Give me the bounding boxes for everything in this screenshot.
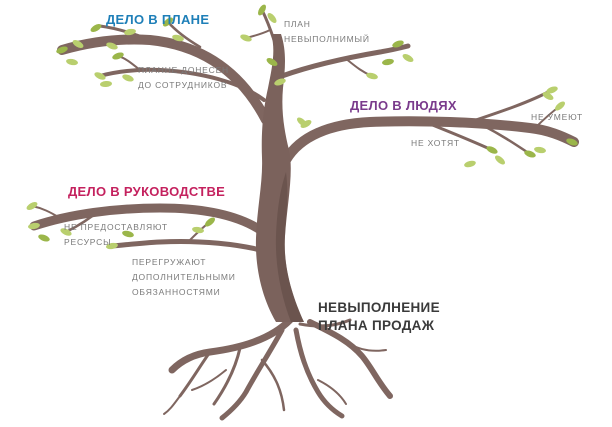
leaf-23 <box>534 146 546 154</box>
cause-plan-unfeasible: ПЛАН НЕВЫПОЛНИМЫЙ <box>284 17 370 47</box>
cause-plan-not-communicated-line-2: ДО СОТРУДНИКОВ <box>138 80 228 90</box>
leaf-5 <box>124 28 136 36</box>
leaf-15 <box>392 40 404 48</box>
root-1 <box>178 350 212 398</box>
leaf-33 <box>205 217 215 227</box>
leaf-28 <box>542 92 554 100</box>
leaf-3 <box>90 24 102 32</box>
leaf-22 <box>555 101 565 111</box>
root-2 <box>212 346 242 406</box>
cause-people-cannot: НЕ УМЕЮТ <box>531 112 584 122</box>
leaf-18 <box>382 58 394 66</box>
branch-1 <box>98 24 152 42</box>
leaf-32 <box>60 228 72 236</box>
branch-4 <box>117 55 141 71</box>
leaf-20 <box>546 86 558 94</box>
leaf-37 <box>297 117 307 127</box>
leaf-14 <box>267 13 277 23</box>
tree-trunk <box>255 34 304 322</box>
cause-management-overload-line-1: ПЕРЕГРУЖАЮТ <box>132 257 207 267</box>
leaf-36 <box>122 230 134 238</box>
root-7 <box>349 343 387 352</box>
leaf-8 <box>94 72 106 80</box>
cause-management-no-resources: НЕ ПРЕДОСТАВЛЯЮТ РЕСУРСЫ <box>64 220 168 250</box>
leaf-24 <box>486 146 498 154</box>
leaf-21 <box>566 138 578 146</box>
cause-plan-not-communicated: ПЛАННЕ ДОНЕСЕН ДО СОТРУДНИКОВ <box>138 63 229 93</box>
branch-3 <box>98 67 266 102</box>
cause-plan-unfeasible-line-2: НЕВЫПОЛНИМЫЙ <box>284 34 370 44</box>
cause-management-no-resources-line-2: РЕСУРСЫ <box>64 237 112 247</box>
leaf-25 <box>464 160 476 168</box>
cause-management-overload-line-2: ДОПОЛНИТЕЛЬНЫМИ <box>132 272 236 282</box>
root-problem: НЕВЫПОЛНЕНИЕ ПЛАНА ПРОДАЖ <box>318 299 440 335</box>
leaf-30 <box>38 234 50 242</box>
cause-management-no-resources-line-1: НЕ ПРЕДОСТАВЛЯЮТ <box>64 222 168 232</box>
leaf-39 <box>266 58 278 66</box>
leaf-0 <box>56 46 68 54</box>
root-3 <box>219 327 285 421</box>
root-9 <box>298 318 352 328</box>
tree-trunk-shadow <box>275 172 304 322</box>
tree-leaves <box>26 4 578 250</box>
leaf-7 <box>172 34 184 42</box>
root-problem-line-1: НЕВЫПОЛНЕНИЕ <box>318 300 440 315</box>
root-problem-line-2: ПЛАНА ПРОДАЖ <box>318 318 435 333</box>
root-6 <box>307 319 393 399</box>
branch-17 <box>109 238 271 255</box>
leaf-34 <box>192 226 204 234</box>
leaf-12 <box>258 4 266 16</box>
branch-9 <box>281 116 579 165</box>
root-10 <box>191 369 227 391</box>
category-people-title: ДЕЛО В ЛЮДЯХ <box>350 98 457 113</box>
leaf-35 <box>106 242 118 250</box>
root-11 <box>163 395 181 415</box>
root-8 <box>317 379 347 405</box>
cause-people-do-not-want: НЕ ХОТЯТ <box>411 138 460 148</box>
cause-plan-not-communicated-line-1: ПЛАННЕ ДОНЕСЕН <box>138 65 229 75</box>
leaf-4 <box>106 42 118 50</box>
branch-14 <box>29 203 271 239</box>
leaf-2 <box>66 58 78 66</box>
leaf-26 <box>495 155 505 165</box>
leaf-38 <box>274 78 286 86</box>
tree-roots <box>163 316 393 421</box>
leaf-9 <box>112 52 124 60</box>
branch-11 <box>428 122 494 152</box>
category-management-title: ДЕЛО В РУКОВОДСТВЕ <box>68 184 226 199</box>
leaf-17 <box>366 72 378 80</box>
leaf-10 <box>100 80 112 88</box>
cause-plan-unfeasible-line-1: ПЛАН <box>284 19 311 29</box>
leaf-6 <box>163 17 173 27</box>
branch-0 <box>57 34 271 125</box>
category-plan-title: ДЕЛО В ПЛАНЕ <box>106 12 210 27</box>
branch-16 <box>31 205 61 219</box>
leaf-11 <box>122 74 134 82</box>
leaf-1 <box>72 40 84 48</box>
leaf-27 <box>524 150 536 158</box>
root-5 <box>293 327 345 419</box>
cause-management-overload: ПЕРЕГРУЖАЮТ ДОПОЛНИТЕЛЬНЫМИ ОБЯЗАННОСТЯМ… <box>132 255 236 300</box>
root-4 <box>260 358 286 412</box>
leaf-31 <box>26 202 38 210</box>
cause-management-overload-line-3: ОБЯЗАННОСТЯМИ <box>132 287 221 297</box>
branch-7 <box>279 43 411 79</box>
leaf-16 <box>402 54 414 62</box>
leaf-13 <box>240 34 252 42</box>
leaf-29 <box>28 222 40 230</box>
